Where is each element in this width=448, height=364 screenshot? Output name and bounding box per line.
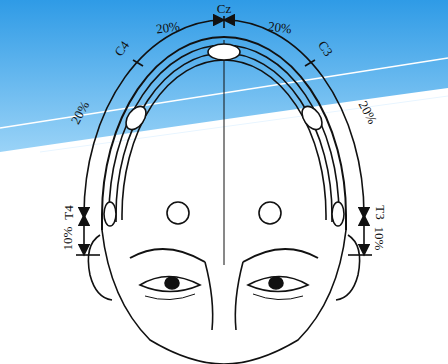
electrode-label: T4 (61, 205, 74, 219)
electrode-label: T3 (373, 205, 386, 219)
electrode-label: Cz (217, 2, 231, 15)
percentage-label: 20% (267, 19, 292, 35)
percentage-label: 20% (357, 98, 380, 125)
percentage-label: 10% (62, 226, 75, 250)
percentage-label: 20% (155, 19, 180, 35)
percentage-label: 10% (374, 226, 387, 250)
